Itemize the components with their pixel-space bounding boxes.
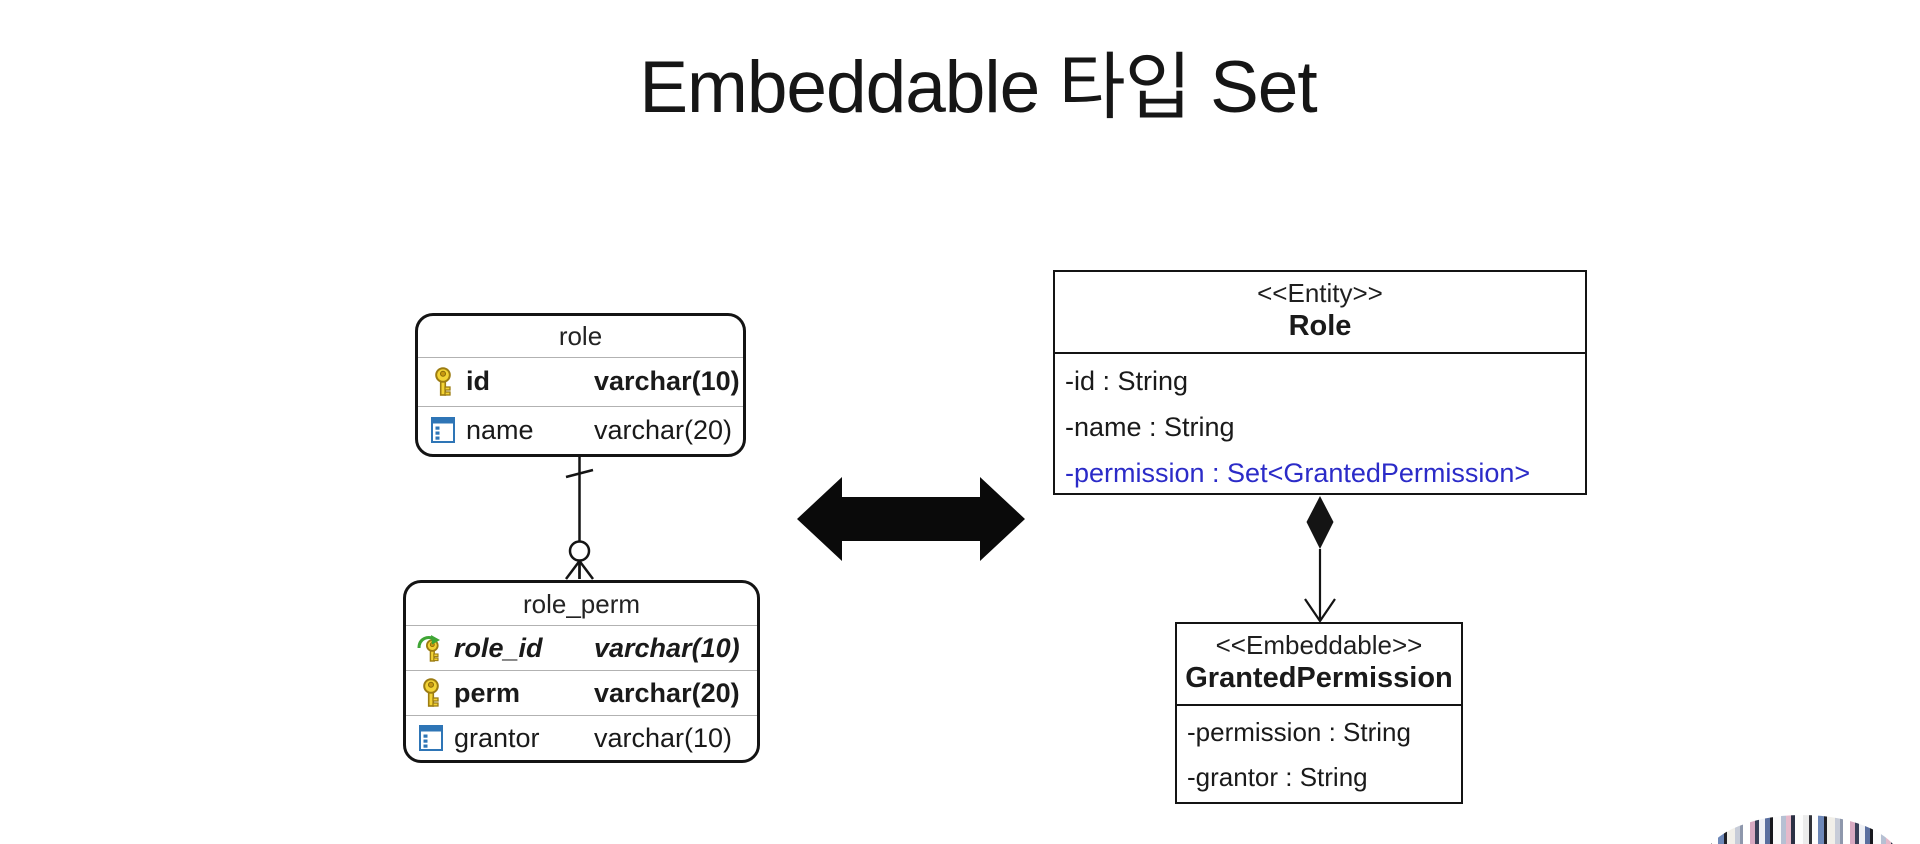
er-table-title: role_perm <box>406 583 757 626</box>
table-row: id varchar(10) <box>418 358 743 407</box>
uml-composition-connector <box>1304 496 1336 623</box>
uml-attribute-section: -permission : String -grantor : String <box>1177 706 1461 800</box>
primary-key-icon <box>429 366 457 397</box>
table-row: name varchar(20) <box>418 407 743 455</box>
page-title: Embeddable 타입 Set <box>639 47 1317 128</box>
uml-attribute-permission-set: -permission : Set<GrantedPermission> <box>1065 458 1531 488</box>
column-name: perm <box>454 677 521 708</box>
er-table-role-perm: role_perm role_id varchar(10) <box>403 580 760 763</box>
er-table-title: role <box>418 316 743 358</box>
er-table-role: role id varchar(10) <box>415 313 746 457</box>
uml-class-header: <<Entity>> Role <box>1055 272 1585 354</box>
table-row: grantor varchar(10) <box>406 716 757 760</box>
column-name: id <box>466 366 490 397</box>
book-circle-logo <box>1703 815 1901 844</box>
uml-class-granted-permission: <<Embeddable>> GrantedPermission -permis… <box>1175 622 1463 804</box>
uml-class-name: GrantedPermission <box>1185 662 1453 694</box>
column-icon <box>429 415 457 445</box>
column-icon <box>417 723 445 753</box>
column-name: name <box>466 414 534 445</box>
uml-class-role: <<Entity>> Role -id : String -name : Str… <box>1053 270 1587 495</box>
column-name: role_id <box>454 632 543 663</box>
table-row: role_id varchar(10) <box>406 626 757 671</box>
table-row: perm varchar(20) <box>406 671 757 716</box>
uml-attribute: -permission : String <box>1187 717 1411 747</box>
uml-attribute: -grantor : String <box>1187 762 1368 792</box>
column-type: varchar(20) <box>594 414 733 445</box>
uml-class-header: <<Embeddable>> GrantedPermission <box>1177 624 1461 706</box>
uml-stereotype: <<Embeddable>> <box>1215 630 1423 660</box>
foreign-key-icon <box>417 633 445 663</box>
uml-attribute-section: -id : String -name : String -permission … <box>1055 354 1585 496</box>
er-relationship-connector <box>565 457 594 580</box>
uml-attribute: -id : String <box>1065 366 1189 396</box>
uml-attribute: -name : String <box>1065 412 1235 442</box>
uml-stereotype: <<Entity>> <box>1257 278 1383 308</box>
column-type: varchar(10) <box>594 722 733 753</box>
column-type: varchar(10) <box>594 366 740 397</box>
column-name: grantor <box>454 722 540 753</box>
uml-class-name: Role <box>1288 310 1352 342</box>
primary-key-icon <box>417 678 445 708</box>
column-type: varchar(10) <box>594 632 740 663</box>
mapping-double-arrow <box>797 477 1025 561</box>
column-type: varchar(20) <box>594 677 740 708</box>
